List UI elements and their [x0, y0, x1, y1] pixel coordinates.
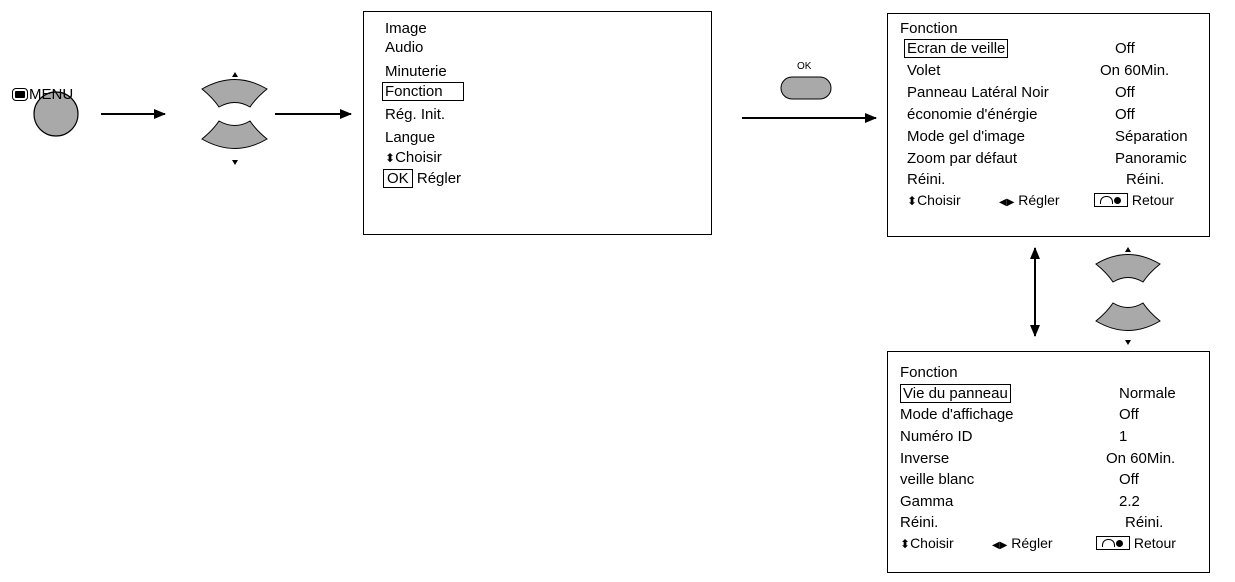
row-value[interactable]: Normale — [1119, 385, 1176, 402]
menu-key-label: MENU — [12, 86, 73, 103]
row-label-selected: Vie du panneau — [900, 384, 1011, 403]
hint-regler-label: Régler — [416, 170, 462, 187]
row-label[interactable]: Réini. — [907, 171, 946, 188]
row-value[interactable]: Off — [1115, 106, 1135, 123]
fonction-title-2: Fonction — [900, 364, 958, 381]
row-label[interactable]: économie d'énérgie — [907, 106, 1038, 123]
row-label[interactable]: Panneau Latéral Noir — [907, 84, 1049, 101]
row-value[interactable]: Réini. — [1126, 171, 1165, 188]
row-value[interactable]: On 60Min. — [1100, 62, 1170, 79]
hint-retour: Retour — [1096, 534, 1176, 552]
up-mark-icon — [232, 72, 238, 77]
row-value[interactable]: Off — [1119, 406, 1139, 423]
menu-item-fonction-label: Fonction — [382, 82, 464, 101]
row-value[interactable]: 1 — [1119, 428, 1128, 445]
row-label[interactable]: Zoom par défaut — [907, 150, 1018, 167]
menu-item-audio[interactable]: Audio — [385, 39, 424, 56]
menu-item-fonction[interactable]: Fonction — [382, 82, 464, 101]
ok-oval-button[interactable] — [780, 76, 832, 100]
row-label[interactable]: Gamma — [900, 493, 954, 510]
menu-item-image[interactable]: Image — [385, 20, 427, 37]
leftright-icon: ◀▶ — [999, 197, 1015, 208]
fonction-title-1: Fonction — [900, 20, 958, 37]
hint-choisir: ⬍Choisir — [900, 534, 954, 553]
hint-retour-label: Retour — [1131, 192, 1174, 208]
menu-screen-icon — [12, 88, 28, 101]
row-value[interactable]: On 60Min. — [1106, 450, 1176, 467]
ok-key-icon: OK — [383, 169, 413, 188]
updown-icon: ⬍ — [907, 194, 918, 208]
return-key-icon — [1094, 193, 1128, 207]
hint-ok-regler: OK Régler — [383, 169, 462, 188]
down-key-2[interactable] — [1095, 302, 1161, 331]
row-value[interactable]: 2.2 — [1119, 493, 1140, 510]
row-label[interactable]: veille blanc — [900, 471, 975, 488]
down-mark-icon — [232, 160, 238, 165]
up-key-2[interactable] — [1095, 254, 1161, 283]
down-key[interactable] — [201, 120, 268, 149]
leftright-icon: ◀▶ — [992, 540, 1008, 551]
return-key-icon — [1096, 536, 1130, 550]
row-label[interactable]: Réini. — [900, 514, 939, 531]
hint-regler-label: Régler — [1018, 192, 1060, 208]
row-value[interactable]: Séparation — [1115, 128, 1188, 145]
main-menu-panel: Image Audio Minuterie Fonction Rég. Init… — [363, 11, 712, 235]
menu-item-langue[interactable]: Langue — [385, 129, 436, 146]
hint-choisir-label: Choisir — [910, 535, 954, 551]
row-label[interactable]: Numéro ID — [900, 428, 973, 445]
menu-round-button[interactable] — [33, 91, 79, 137]
row-label[interactable]: Mode gel d'image — [907, 128, 1025, 145]
row-value[interactable]: Off — [1119, 471, 1139, 488]
fonction-panel-1: Fonction Ecran de veille Off Volet On 60… — [887, 13, 1210, 237]
row-value[interactable]: Panoramic — [1115, 150, 1187, 167]
row-value[interactable]: Off — [1115, 40, 1135, 57]
hint-regler: ◀▶ Régler — [992, 534, 1053, 555]
row-label-selected: Ecran de veille — [904, 39, 1009, 58]
row-label[interactable]: Mode d'affichage — [900, 406, 1014, 423]
up-key[interactable] — [201, 79, 268, 108]
row-value[interactable]: Réini. — [1125, 514, 1164, 531]
down-mark-icon-2 — [1125, 340, 1131, 345]
hint-choisir: ⬍Choisir — [907, 191, 961, 210]
hint-regler: ◀▶ Régler — [999, 191, 1060, 212]
row-label[interactable]: Volet — [907, 62, 941, 79]
row-value[interactable]: Off — [1115, 84, 1135, 101]
hint-choisir-label: Choisir — [395, 149, 442, 166]
updown-icon: ⬍ — [385, 151, 396, 165]
hint-retour: Retour — [1094, 191, 1174, 209]
up-mark-icon-2 — [1125, 247, 1131, 252]
hint-retour-label: Retour — [1133, 535, 1176, 551]
updown-icon: ⬍ — [900, 537, 911, 551]
menu-label: MENU — [29, 86, 74, 103]
fonction-panel-2: Fonction Vie du panneau Normale Mode d'a… — [887, 351, 1210, 573]
hint-regler-label: Régler — [1011, 535, 1053, 551]
menu-item-minuterie[interactable]: Minuterie — [385, 63, 447, 80]
ok-label: OK — [797, 61, 812, 72]
hint-choisir-label: Choisir — [917, 192, 961, 208]
row-label[interactable]: Ecran de veille — [904, 39, 1009, 58]
hint-choisir: ⬍Choisir — [385, 149, 442, 167]
menu-item-reg-init[interactable]: Rég. Init. — [385, 106, 446, 123]
row-label[interactable]: Inverse — [900, 450, 950, 467]
row-label[interactable]: Vie du panneau — [900, 384, 1011, 403]
